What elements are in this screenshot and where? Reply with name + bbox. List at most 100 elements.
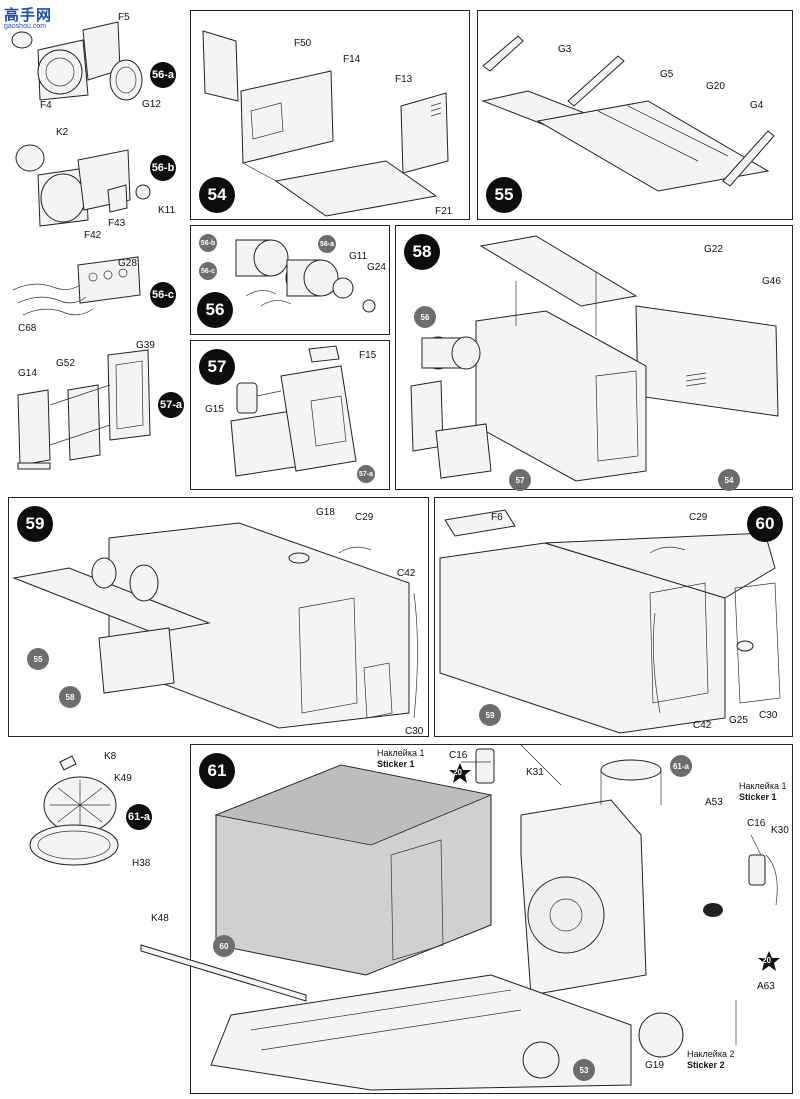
ref-badge: 57 xyxy=(509,469,531,491)
part-label: G5 xyxy=(660,69,674,80)
part-label: K48 xyxy=(151,913,169,924)
ref-badge: 56-b xyxy=(199,234,217,252)
part-label: G25 xyxy=(729,715,748,726)
part-label: K49 xyxy=(114,773,132,784)
ref-badge: 60 xyxy=(213,935,235,957)
part-label: G46 xyxy=(762,276,781,287)
step-panel-58: G22 G46 56 57 54 58 xyxy=(395,225,793,491)
step-panel-61: C16 K31 A53 C16 K30 K48 G19 A63 61-a 60 … xyxy=(140,744,793,1094)
sticker-label-ru: Наклейка 2 xyxy=(687,1049,735,1059)
part-label: H38 xyxy=(132,858,151,869)
drawing-56b xyxy=(15,144,151,227)
step-panel-57: F15 G15 57-a 57 xyxy=(190,340,390,490)
sticker-label-en: Sticker 2 xyxy=(687,1060,725,1070)
sticker-star-icon: 20 xyxy=(447,763,473,783)
sticker-number: 20 xyxy=(762,956,771,965)
step-badge-60: 60 xyxy=(747,506,783,542)
step-panel-54: F50 F14 F13 F21 54 xyxy=(190,10,470,220)
step-badge-56c: 56-c xyxy=(150,282,176,308)
step-panel-59: G18 C29 C42 C30 55 58 59 xyxy=(8,497,429,737)
part-label: C16 xyxy=(747,818,766,829)
step-badge-56a: 56-a xyxy=(150,62,176,88)
step-panel-56: 56-b 56-a 56-c G11 G24 56 xyxy=(190,225,390,335)
ref-badge: 55 xyxy=(27,648,49,670)
part-label: F50 xyxy=(294,38,312,49)
sticker-note-2: Наклейка 2 Sticker 2 xyxy=(687,1049,734,1071)
drawing-55 xyxy=(481,35,775,192)
drawing-56a xyxy=(11,21,143,101)
part-label: G28 xyxy=(118,258,137,269)
part-label: F43 xyxy=(108,218,126,229)
drawing-56c xyxy=(12,256,141,316)
drawing-60 xyxy=(439,509,781,734)
step-badge-58: 58 xyxy=(404,234,440,270)
ref-badge: 59 xyxy=(479,704,501,726)
sticker-star-icon: 20 xyxy=(756,951,782,971)
part-label: G4 xyxy=(750,100,764,111)
ref-badge: 53 xyxy=(573,1059,595,1081)
sticker-label-ru: Наклейка 1 xyxy=(377,748,425,758)
part-label: K30 xyxy=(771,825,789,836)
step-panel-60: F6 C29 C42 G25 C30 59 60 xyxy=(434,497,793,737)
part-label: F5 xyxy=(118,12,130,23)
part-label: F14 xyxy=(343,54,361,65)
part-label: K8 xyxy=(104,751,117,762)
sticker-label-en: Sticker 1 xyxy=(739,792,777,802)
sticker-note-1b: Наклейка 1 Sticker 1 xyxy=(739,781,786,803)
part-label: C16 xyxy=(449,750,468,761)
part-label: F4 xyxy=(40,100,52,111)
part-label: A63 xyxy=(757,981,775,992)
part-label: G39 xyxy=(136,340,155,351)
part-label: C30 xyxy=(759,710,778,721)
drawing-61a xyxy=(29,755,119,866)
step-badge-61: 61 xyxy=(199,753,235,789)
part-label: C29 xyxy=(355,512,374,523)
ref-badge: 54 xyxy=(718,469,740,491)
part-label: G18 xyxy=(316,507,335,518)
part-label: G15 xyxy=(205,404,224,415)
step-badge-57a: 57-a xyxy=(158,392,184,418)
watermark-logo: 高手网 gaoshou.com xyxy=(4,4,52,30)
sticker-number: 20 xyxy=(453,768,462,777)
drawing-58 xyxy=(410,235,779,482)
ref-badge: 56-c xyxy=(199,262,217,280)
step-badge-55: 55 xyxy=(486,177,522,213)
drawing-61 xyxy=(140,744,778,1091)
ref-badge: 56-a xyxy=(318,235,336,253)
drawing-57 xyxy=(230,345,357,477)
watermark-text: 高手网 xyxy=(4,7,53,24)
part-label: F6 xyxy=(491,512,503,523)
part-label: K31 xyxy=(526,767,544,778)
ref-badge: 56 xyxy=(414,306,436,328)
sticker-label-en: Sticker 1 xyxy=(377,759,415,769)
sticker-note-1: Наклейка 1 Sticker 1 xyxy=(377,748,424,770)
part-label: A53 xyxy=(705,797,723,808)
drawing-59 xyxy=(12,522,418,729)
part-label: F13 xyxy=(395,74,413,85)
step-badge-54: 54 xyxy=(199,177,235,213)
part-label: G19 xyxy=(645,1060,664,1071)
part-label: K11 xyxy=(158,205,176,216)
step-badge-59: 59 xyxy=(17,506,53,542)
ref-badge: 58 xyxy=(59,686,81,708)
part-label: G12 xyxy=(142,99,161,110)
watermark-url: gaoshou.com xyxy=(4,23,47,30)
part-label: C30 xyxy=(405,726,424,737)
part-label: G24 xyxy=(367,262,386,273)
part-label: G11 xyxy=(349,251,368,262)
ref-badge: 57-a xyxy=(357,465,375,483)
drawing-56 xyxy=(235,239,376,313)
step-panel-55: G3 G5 G20 G4 55 xyxy=(477,10,793,220)
step-badge-61a: 61-a xyxy=(126,804,152,830)
sticker-label-ru: Наклейка 1 xyxy=(739,781,787,791)
part-label: G3 xyxy=(558,44,572,55)
part-label: G14 xyxy=(18,368,37,379)
drawing-54 xyxy=(202,30,449,217)
part-label: C68 xyxy=(18,323,37,334)
part-label: F21 xyxy=(435,206,453,217)
part-label: G20 xyxy=(706,81,725,92)
part-label: K2 xyxy=(56,127,69,138)
part-label: F15 xyxy=(359,350,377,361)
ref-badge: 61-a xyxy=(670,755,692,777)
drawing-57a xyxy=(17,349,151,470)
